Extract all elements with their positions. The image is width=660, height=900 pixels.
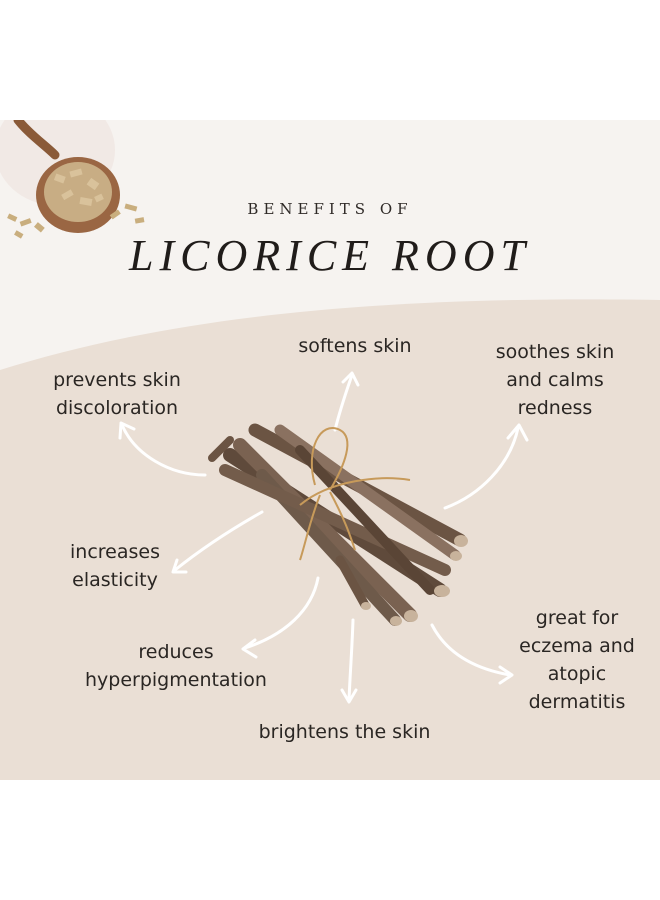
benefits-card: BENEFITS OF LICORICE ROOT xyxy=(0,120,660,780)
benefit-eczema-dermatitis: great for eczema and atopic dermatitis xyxy=(519,607,635,713)
benefit-soothes-skin: soothes skin and calms redness xyxy=(495,341,615,419)
wooden-spoon-icon xyxy=(0,120,145,239)
kicker-text: BENEFITS OF xyxy=(247,200,413,218)
arrow-eczema-icon xyxy=(430,623,512,677)
arrows-layer xyxy=(118,371,529,704)
arrow-increases-icon xyxy=(173,510,264,572)
licorice-bundle-icon xyxy=(208,423,468,626)
benefit-prevents-discoloration: prevents skin discoloration xyxy=(53,369,181,419)
arrow-soothes-icon xyxy=(443,426,520,510)
arrow-reduces-icon xyxy=(243,576,320,650)
arrow-softens-icon xyxy=(333,373,354,432)
benefit-brightens-skin: brightens the skin xyxy=(258,721,431,743)
arrow-brightens-icon xyxy=(347,618,355,702)
benefit-increases-elasticity: increases elasticity xyxy=(70,541,160,591)
benefit-softens-skin: softens skin xyxy=(298,335,412,357)
benefit-reduces-hyperpigmentation: reduces hyperpigmentation xyxy=(85,641,267,691)
arrow-prevents-icon xyxy=(120,423,207,477)
page-title: LICORICE ROOT xyxy=(129,231,531,280)
